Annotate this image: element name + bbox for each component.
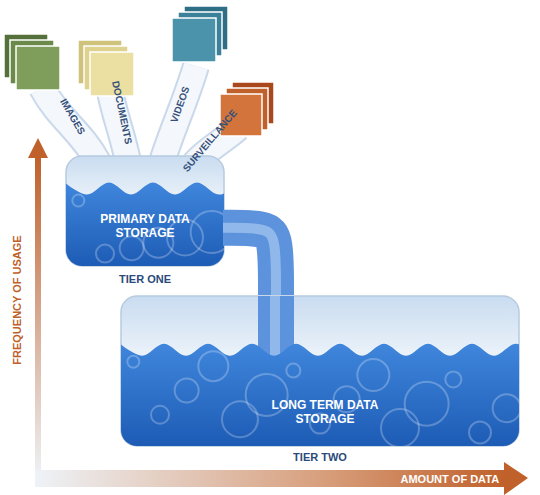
documents-stack: [78, 40, 134, 96]
tank-outline: [65, 155, 225, 267]
axis-horizontal: [35, 462, 528, 495]
flow-pipe: [223, 228, 276, 295]
pipe-highlight: [223, 228, 276, 295]
tank-title: PRIMARY DATA STORAGE: [85, 213, 205, 241]
tier-label: TIER ONE: [95, 273, 195, 286]
images-stack: [4, 34, 60, 90]
axis-vertical: [28, 138, 48, 480]
storage-tank: LONG TERM DATA STORAGETIER TWO: [120, 295, 520, 447]
tank-title: LONG TERM DATA STORAGE: [260, 399, 390, 427]
axis-label: AMOUNT OF DATA: [401, 473, 500, 485]
axis-label: FREQUENCY OF USAGE: [10, 235, 22, 364]
storage-tank: PRIMARY DATA STORAGETIER ONE: [65, 155, 225, 267]
tier-label: TIER TWO: [270, 451, 370, 464]
videos-stack: [172, 6, 228, 62]
